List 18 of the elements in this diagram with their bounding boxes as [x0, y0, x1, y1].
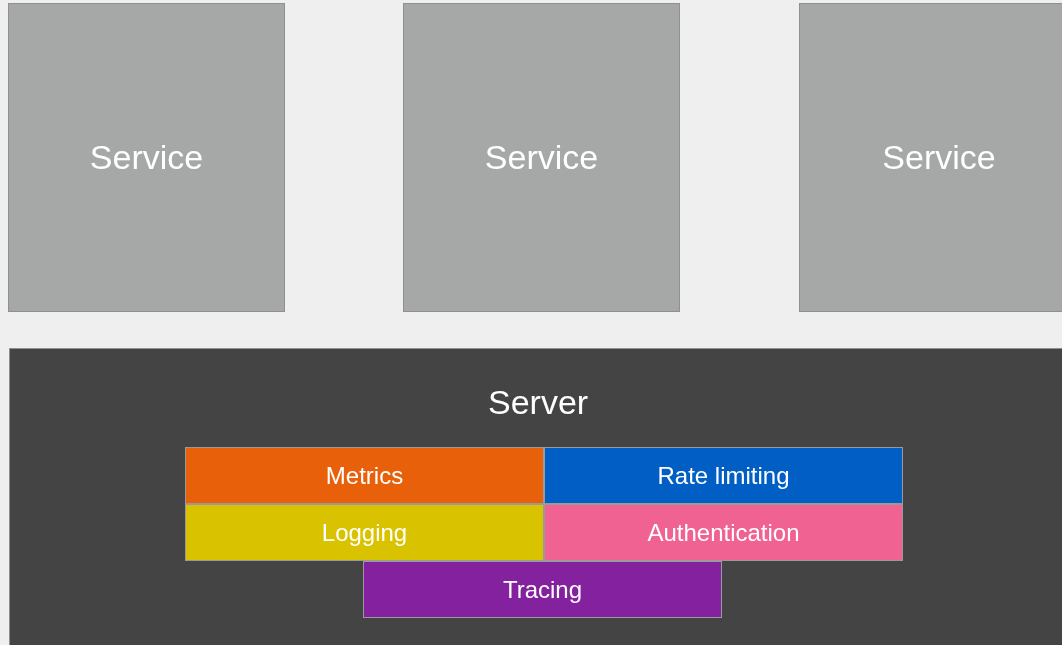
server-heading: Server — [488, 383, 589, 422]
node-label: Service — [882, 138, 996, 177]
module-block — [185, 447, 544, 504]
server-panel — [9, 348, 1062, 645]
module-block — [185, 504, 544, 561]
service-box — [799, 3, 1062, 312]
node-label: Rate limiting — [657, 461, 790, 490]
service-box — [403, 3, 680, 312]
node-label: Tracing — [502, 575, 583, 604]
node-label: Service — [89, 138, 204, 177]
node-label: Service — [484, 138, 599, 177]
node-label: Metrics — [325, 461, 404, 490]
module-block — [544, 504, 903, 561]
service-box — [8, 3, 285, 312]
node-label: Authentication — [647, 518, 800, 547]
node-label: Logging — [321, 518, 408, 547]
module-block — [544, 447, 903, 504]
module-block — [363, 561, 722, 618]
